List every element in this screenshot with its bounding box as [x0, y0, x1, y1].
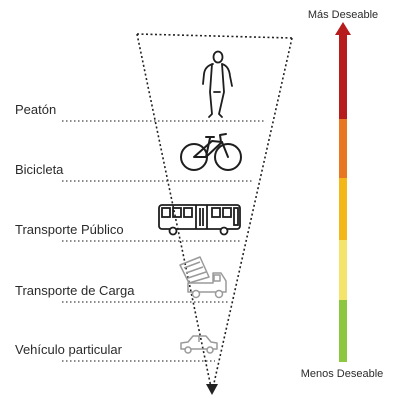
desirability-scale: Más Deseable Menos Deseable	[301, 9, 384, 380]
scale-top-label: Más Deseable	[308, 9, 378, 21]
level-lines	[62, 120, 265, 362]
scale-segment-orange	[339, 119, 347, 178]
pyramid-tip	[206, 384, 218, 395]
level-label-bicicleta: Bicicleta	[15, 162, 64, 177]
car-icon	[180, 335, 218, 354]
scale-segment-green	[339, 300, 347, 362]
bus-icon	[158, 204, 241, 236]
level-label-transporte-carga: Transporte de Carga	[15, 283, 135, 298]
pedestrian-icon	[202, 50, 233, 118]
scale-arrow-head	[335, 22, 351, 35]
dump-truck-icon	[179, 256, 227, 299]
scale-bottom-label: Menos Deseable	[301, 368, 384, 380]
level-label-vehiculo-particular: Vehículo particular	[15, 342, 123, 357]
level-label-peaton: Peatón	[15, 102, 56, 117]
bicycle-icon	[180, 133, 242, 171]
scale-segment-red	[339, 35, 347, 119]
inverted-pyramid	[136, 33, 293, 393]
level-label-transporte-publico: Transporte Público	[15, 222, 124, 237]
scale-segment-amber	[339, 178, 347, 240]
scale-segment-yellow	[339, 240, 347, 300]
